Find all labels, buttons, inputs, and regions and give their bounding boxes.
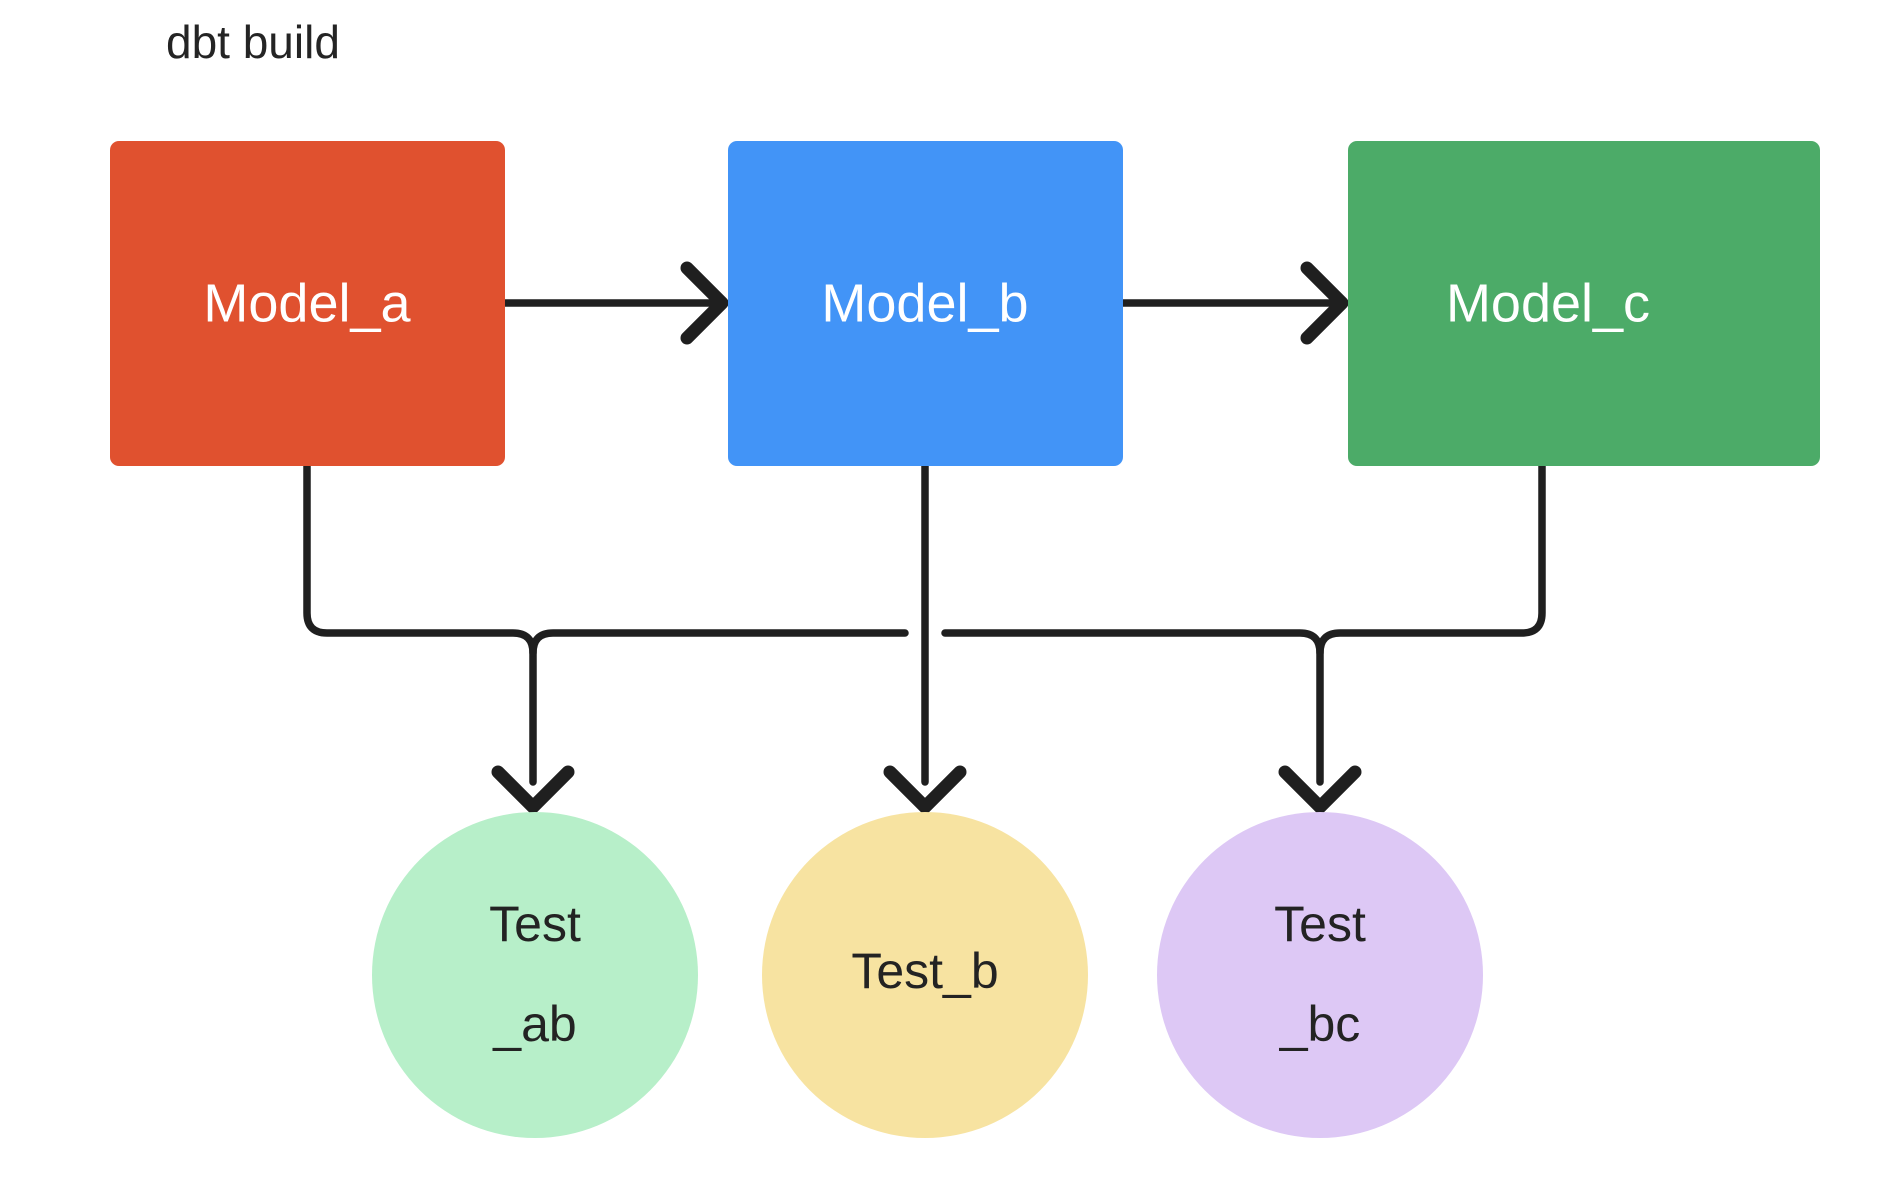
model-b-rect[interactable] (728, 141, 1123, 466)
test-bc-label-line2: _bc (1279, 996, 1361, 1052)
test-ab-label-line1: Test (489, 896, 581, 952)
arrow-head-icon (883, 765, 967, 814)
model-b-label: Model_b (821, 273, 1028, 333)
arrow-head-icon (1278, 765, 1362, 814)
model-a-label: Model_a (203, 273, 411, 333)
model-c-label: Model_c (1446, 273, 1650, 333)
edge-line (941, 629, 1324, 786)
edge-line (1316, 462, 1546, 657)
node-model-a[interactable]: Model_a (110, 141, 505, 466)
edge-model-a-to-test-ab (303, 462, 575, 814)
arrow-head-icon (1300, 261, 1349, 345)
arrow-head-icon (491, 765, 575, 814)
test-b-label-line1: Test_b (851, 943, 998, 999)
arrow-head-icon (680, 261, 729, 345)
edge-model-c-to-test-bc (1316, 462, 1546, 657)
edge-model-b-to-model-c (1119, 261, 1349, 345)
test-bc-label-line1: Test (1274, 896, 1366, 952)
node-test-bc[interactable]: Test _bc (1157, 812, 1483, 1138)
node-test-ab[interactable]: Test _ab (372, 812, 698, 1138)
page-title: dbt build (166, 16, 340, 68)
edge-line (529, 629, 909, 657)
edge-model-b-to-test-b (883, 462, 967, 814)
edge-model-b-to-test-bc (941, 629, 1362, 814)
node-model-b[interactable]: Model_b (728, 141, 1123, 466)
test-b-circle[interactable] (762, 812, 1088, 1138)
edge-model-b-to-test-ab (529, 629, 909, 657)
test-bc-circle[interactable] (1157, 812, 1483, 1138)
test-ab-label-line2: _ab (492, 996, 576, 1052)
test-ab-circle[interactable] (372, 812, 698, 1138)
model-c-rect[interactable] (1348, 141, 1820, 466)
edge-line (303, 462, 537, 786)
edge-model-a-to-model-b (501, 261, 729, 345)
node-model-c[interactable]: Model_c (1348, 141, 1820, 466)
model-a-rect[interactable] (110, 141, 505, 466)
node-test-b[interactable]: Test_b (762, 812, 1088, 1138)
